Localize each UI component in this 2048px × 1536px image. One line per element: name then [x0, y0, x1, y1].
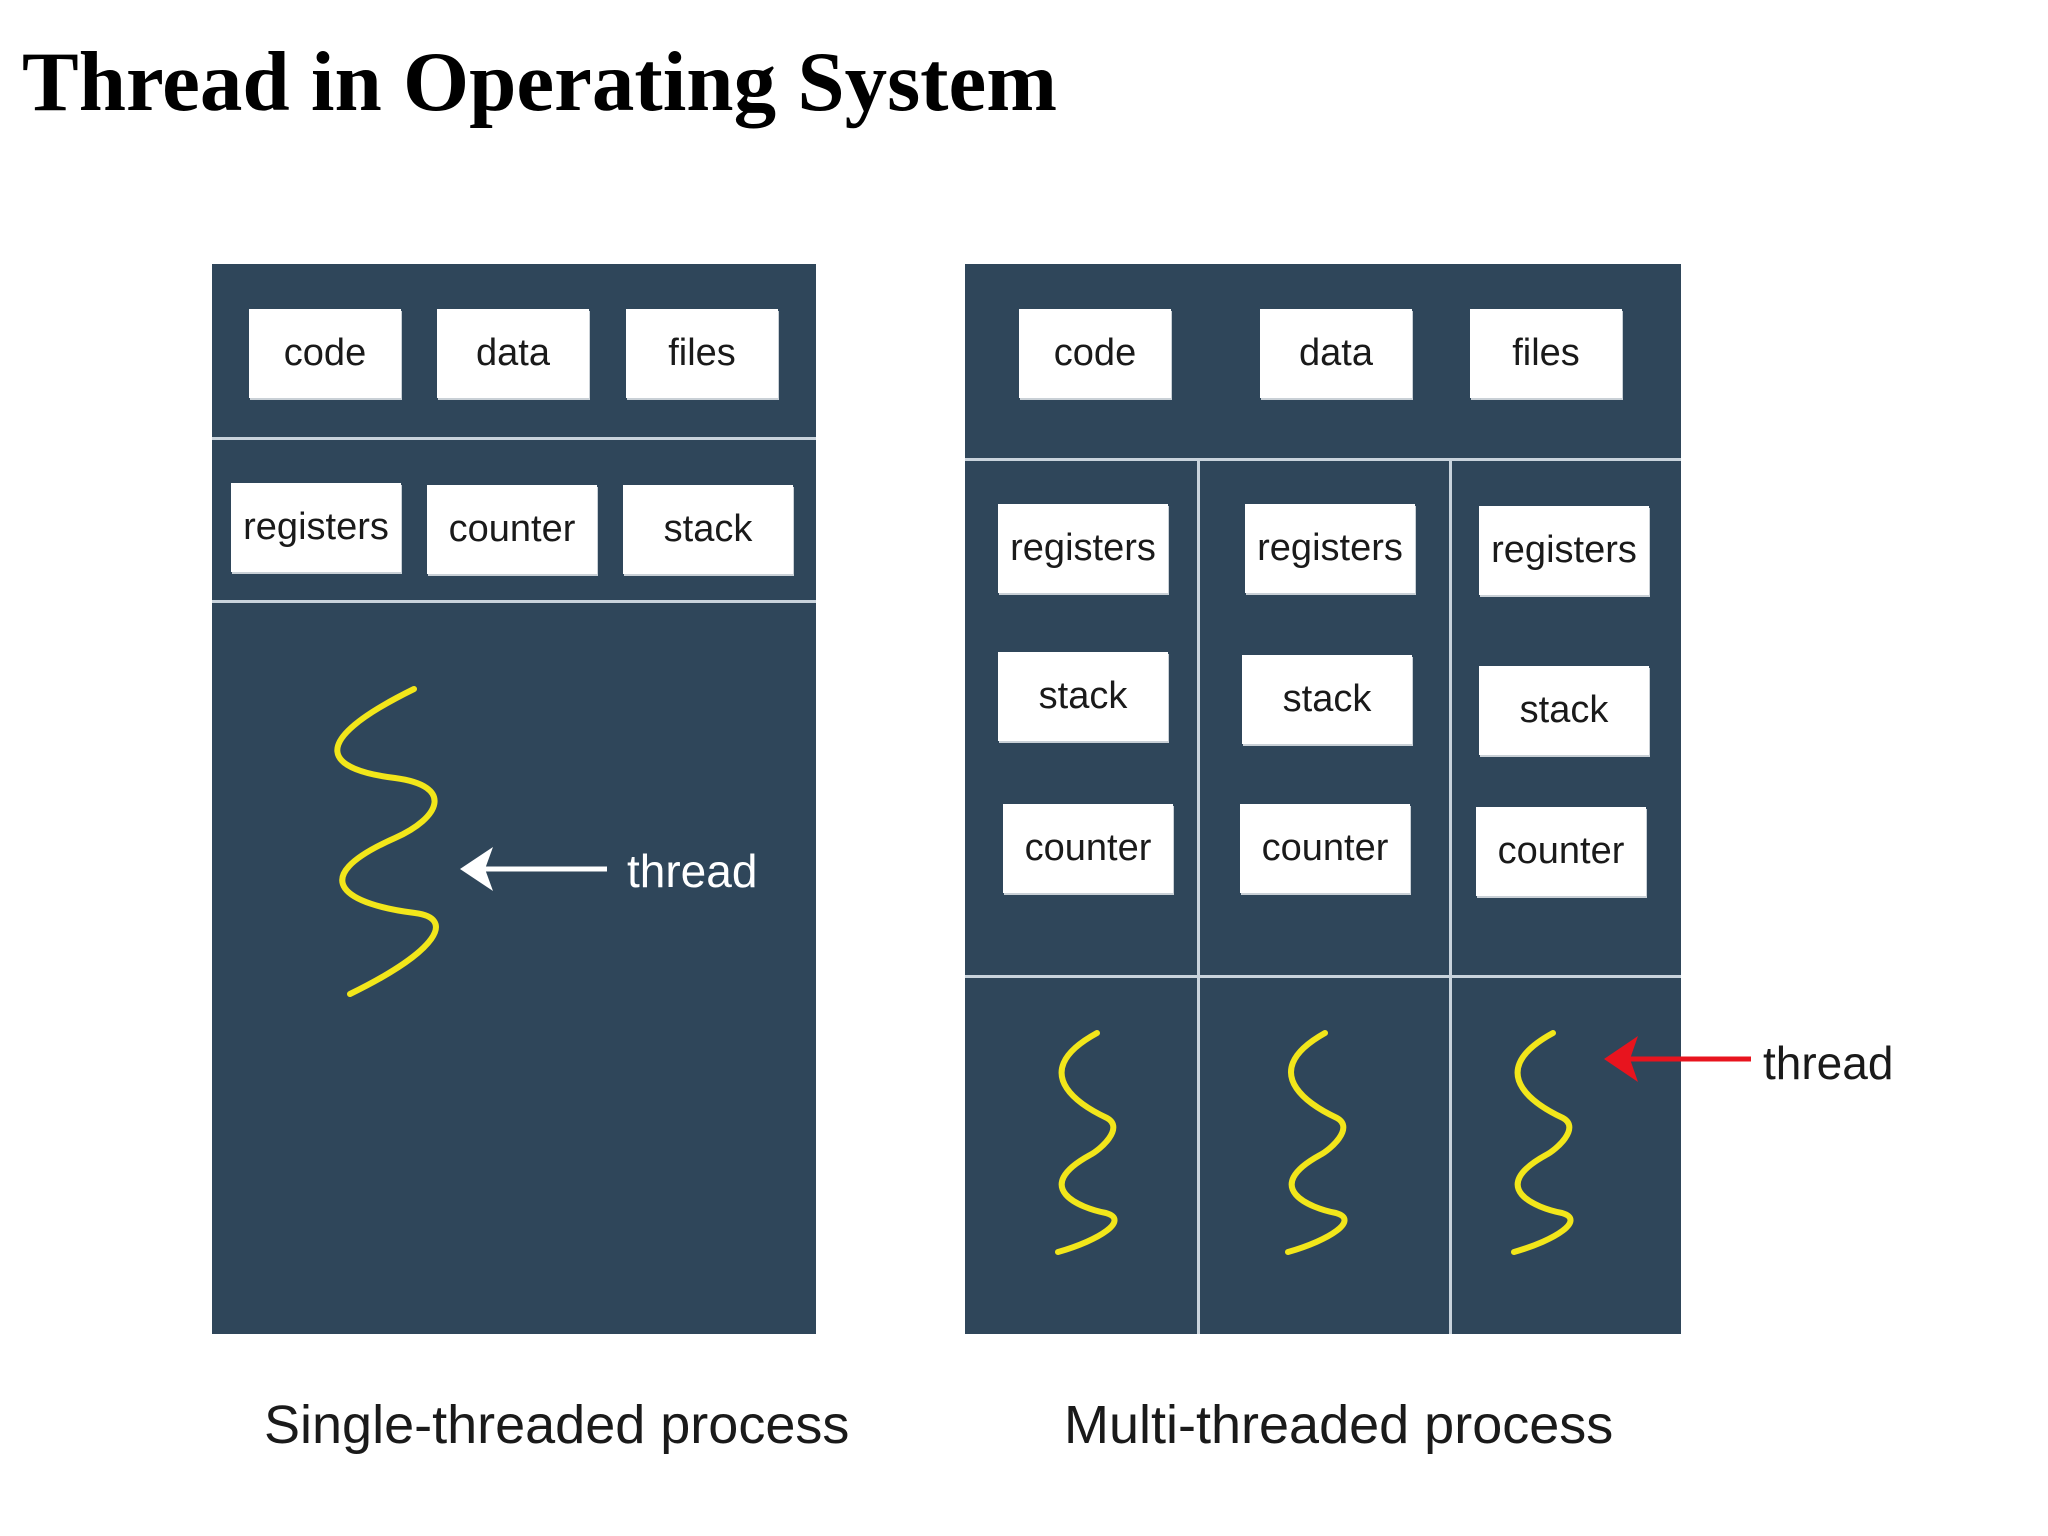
single-files-box: files [626, 309, 778, 398]
multi-thread-3-squiggle-icon [1511, 1030, 1574, 1255]
single-threaded-caption: Single-threaded process [264, 1395, 850, 1455]
multi-thread-3-counter-box: counter [1476, 807, 1646, 896]
single-code-box: code [249, 309, 401, 398]
multi-thread-label: thread [1763, 1037, 1894, 1089]
single-thread-arrow-icon [460, 847, 607, 891]
multi-state-divider [965, 975, 1681, 978]
multi-data-box: data [1260, 309, 1412, 398]
multi-thread-1-squiggle-icon [1055, 1030, 1118, 1255]
multi-thread-divider-1 [1197, 460, 1200, 1334]
multi-thread-2-registers-box: registers [1245, 504, 1415, 593]
multi-files-box: files [1470, 309, 1622, 398]
multi-shared-divider [965, 458, 1681, 461]
multi-thread-1-stack-box: stack [998, 652, 1168, 741]
single-counter-box: counter [427, 485, 597, 574]
multi-threaded-caption: Multi-threaded process [1064, 1395, 1614, 1455]
multi-thread-2-stack-box: stack [1242, 655, 1412, 744]
single-shared-divider [212, 437, 816, 440]
multi-thread-3-stack-box: stack [1479, 666, 1649, 755]
multi-thread-1-counter-box: counter [1003, 804, 1173, 893]
single-registers-box: registers [231, 483, 401, 572]
single-thread-squiggle-icon [334, 686, 439, 997]
multi-thread-2-counter-box: counter [1240, 804, 1410, 893]
multi-code-box: code [1019, 309, 1171, 398]
single-stack-box: stack [623, 485, 793, 574]
single-threaded-process-panel [212, 264, 816, 1334]
multi-thread-2-squiggle-icon [1285, 1030, 1348, 1255]
multi-thread-arrow-icon [1604, 1036, 1751, 1082]
multi-thread-divider-2 [1449, 460, 1452, 1334]
multi-thread-1-registers-box: registers [998, 504, 1168, 593]
multi-thread-3-registers-box: registers [1479, 506, 1649, 595]
single-state-divider [212, 600, 816, 603]
single-data-box: data [437, 309, 589, 398]
single-thread-label: thread [627, 845, 758, 897]
page-title: Thread in Operating System [22, 35, 1058, 129]
